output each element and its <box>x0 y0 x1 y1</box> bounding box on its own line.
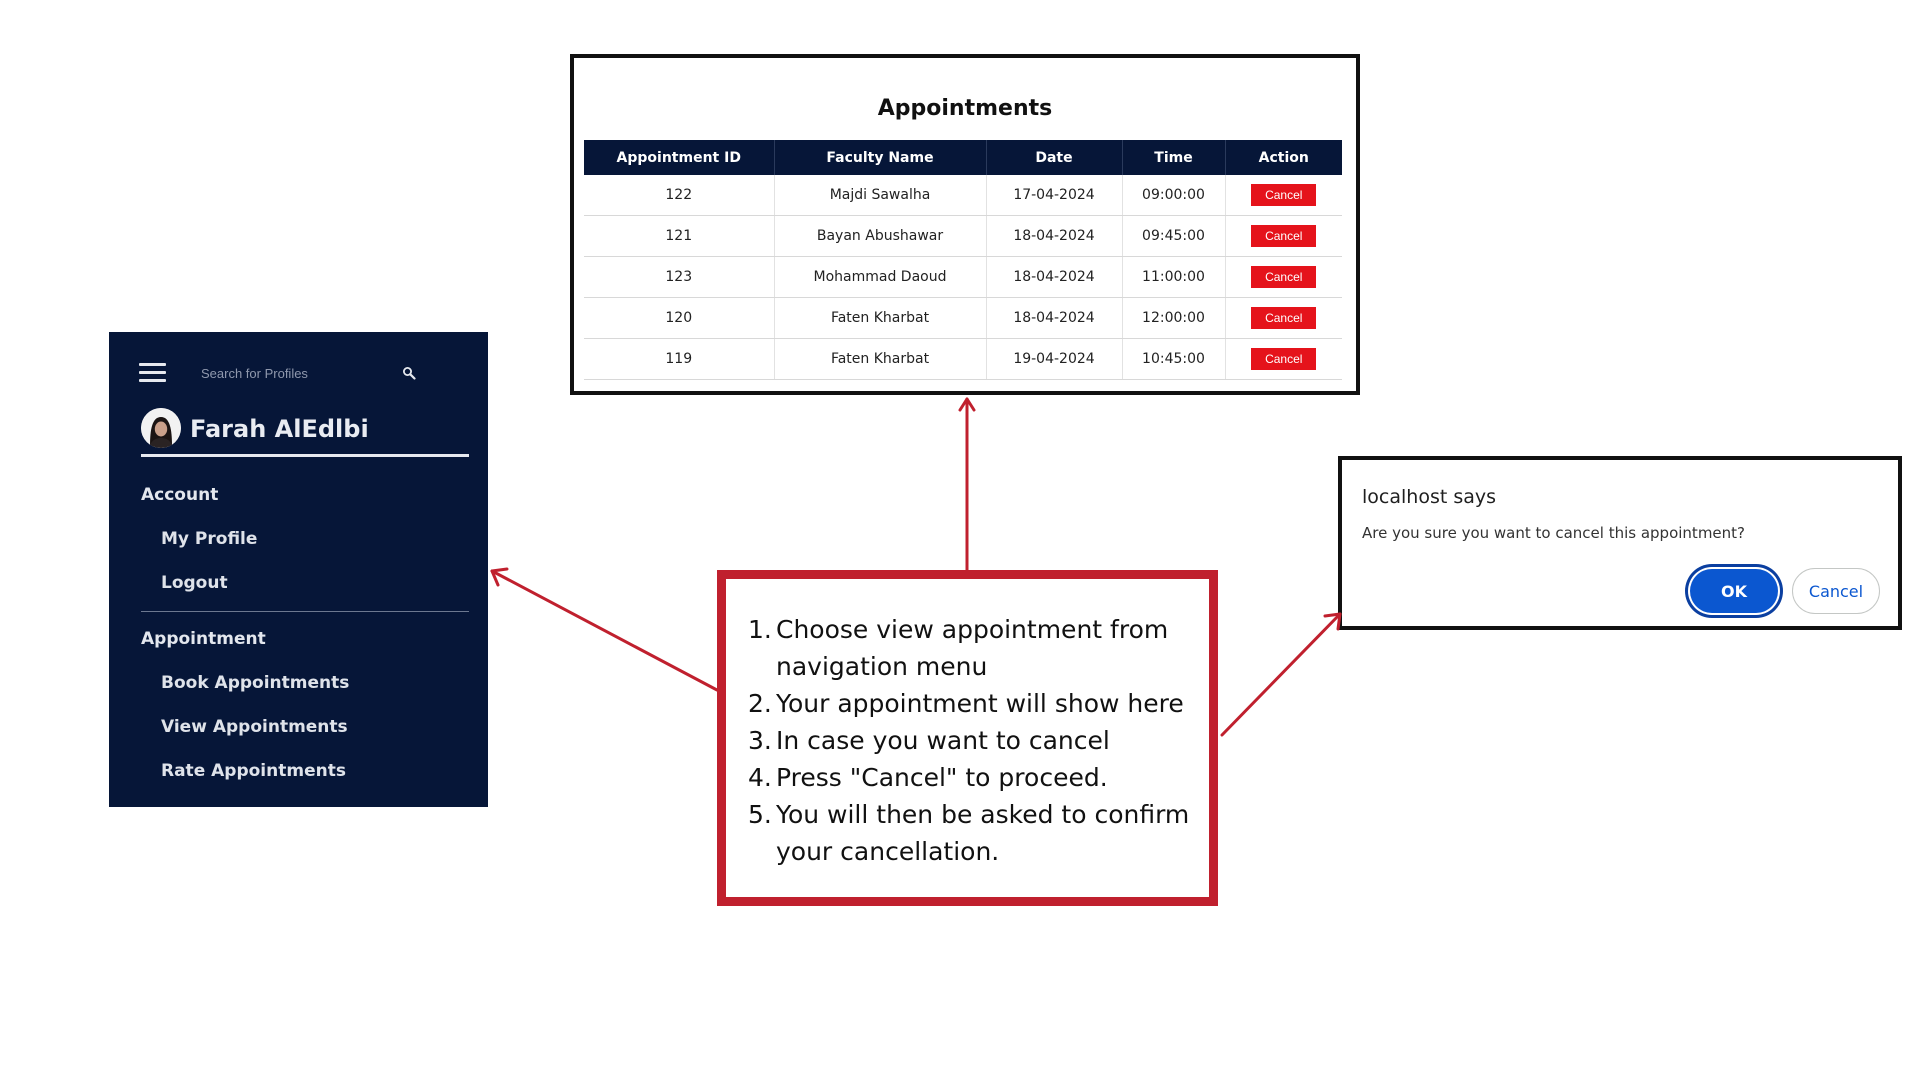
search-icon[interactable] <box>402 366 416 380</box>
appointments-panel: Appointments Appointment ID Faculty Name… <box>570 54 1360 395</box>
cell-time: 12:00:00 <box>1121 297 1225 339</box>
step-text: In case you want to cancel <box>776 726 1110 755</box>
step-text: Press "Cancel" to proceed. <box>776 763 1108 792</box>
step-number: 1. <box>748 615 772 644</box>
nav-logout[interactable]: Logout <box>161 573 228 593</box>
cell-time: 09:00:00 <box>1121 175 1225 216</box>
step-text: Your appointment will show here <box>776 689 1184 718</box>
cell-time: 11:00:00 <box>1121 256 1225 298</box>
cancel-appointment-button[interactable]: Cancel <box>1251 307 1317 329</box>
avatar[interactable] <box>141 408 181 448</box>
instructions-list: 1.Choose view appointment from navigatio… <box>748 611 1218 870</box>
table-row: 119 Faten Kharbat 19-04-2024 10:45:00 Ca… <box>584 338 1342 380</box>
column-header-date: Date <box>985 140 1122 175</box>
cell-date: 18-04-2024 <box>985 297 1122 339</box>
column-header-time: Time <box>1121 140 1225 175</box>
table-row: 120 Faten Kharbat 18-04-2024 12:00:00 Ca… <box>584 297 1342 339</box>
cell-faculty-name: Bayan Abushawar <box>773 215 986 257</box>
cell-action: Cancel <box>1224 215 1342 257</box>
appointments-title: Appointments <box>877 96 1053 121</box>
ok-button[interactable]: OK <box>1690 569 1778 613</box>
instruction-step: 1.Choose view appointment from navigatio… <box>748 611 1218 685</box>
column-header-action: Action <box>1224 140 1342 175</box>
dialog-cancel-button[interactable]: Cancel <box>1792 568 1880 614</box>
cell-appointment-id: 121 <box>584 215 774 257</box>
sidebar-top-bar <box>139 360 439 386</box>
cell-date: 18-04-2024 <box>985 215 1122 257</box>
cell-appointment-id: 120 <box>584 297 774 339</box>
step-number: 4. <box>748 763 772 792</box>
nav-book-appointments[interactable]: Book Appointments <box>161 673 350 693</box>
cell-appointment-id: 123 <box>584 256 774 298</box>
cell-action: Cancel <box>1224 338 1342 380</box>
profile-header: Farah AlEdlbi <box>141 408 469 457</box>
cell-appointment-id: 122 <box>584 175 774 216</box>
user-portrait-icon <box>141 408 181 448</box>
cell-faculty-name: Majdi Sawalha <box>773 175 986 216</box>
table-header-row: Appointment ID Faculty Name Date Time Ac… <box>584 140 1342 175</box>
cell-action: Cancel <box>1224 256 1342 298</box>
table-row: 122 Majdi Sawalha 17-04-2024 09:00:00 Ca… <box>584 175 1342 216</box>
step-number: 5. <box>748 800 772 829</box>
cell-action: Cancel <box>1224 175 1342 216</box>
cell-time: 10:45:00 <box>1121 338 1225 380</box>
nav-rate-appointments[interactable]: Rate Appointments <box>161 761 346 781</box>
cell-faculty-name: Faten Kharbat <box>773 297 986 339</box>
confirm-dialog: localhost says Are you sure you want to … <box>1338 456 1902 630</box>
dialog-message: Are you sure you want to cancel this app… <box>1362 524 1746 542</box>
dialog-title: localhost says <box>1362 486 1497 508</box>
instruction-step: 5.You will then be asked to confirm your… <box>748 796 1218 870</box>
search-input[interactable] <box>201 360 401 386</box>
cancel-appointment-button[interactable]: Cancel <box>1251 266 1317 288</box>
instructions-box: 1.Choose view appointment from navigatio… <box>717 570 1218 906</box>
nav-my-profile[interactable]: My Profile <box>161 529 258 549</box>
table-row: 121 Bayan Abushawar 18-04-2024 09:45:00 … <box>584 215 1342 257</box>
table-row: 123 Mohammad Daoud 18-04-2024 11:00:00 C… <box>584 256 1342 298</box>
step-text: Choose view appointment from navigation … <box>776 615 1169 681</box>
cell-faculty-name: Mohammad Daoud <box>773 256 986 298</box>
profile-name: Farah AlEdlbi <box>190 415 369 443</box>
cell-faculty-name: Faten Kharbat <box>773 338 986 380</box>
navigation-sidebar: Farah AlEdlbi Account My Profile Logout … <box>109 332 488 807</box>
cancel-appointment-button[interactable]: Cancel <box>1251 225 1317 247</box>
cell-action: Cancel <box>1224 297 1342 339</box>
appointments-table: Appointment ID Faculty Name Date Time Ac… <box>584 140 1342 380</box>
cancel-appointment-button[interactable]: Cancel <box>1251 348 1317 370</box>
section-appointment: Appointment <box>141 629 266 649</box>
cell-date: 19-04-2024 <box>985 338 1122 380</box>
sidebar-divider <box>141 611 469 612</box>
cell-appointment-id: 119 <box>584 338 774 380</box>
arrow-to-appointments <box>958 397 976 572</box>
cell-time: 09:45:00 <box>1121 215 1225 257</box>
step-number: 2. <box>748 689 772 718</box>
column-header-faculty-name: Faculty Name <box>773 140 986 175</box>
cancel-appointment-button[interactable]: Cancel <box>1251 184 1317 206</box>
hamburger-icon[interactable] <box>139 363 166 383</box>
instruction-step: 4.Press "Cancel" to proceed. <box>748 759 1218 796</box>
instruction-step: 3.In case you want to cancel <box>748 722 1218 759</box>
cell-date: 17-04-2024 <box>985 175 1122 216</box>
arrow-to-sidebar <box>490 567 719 692</box>
nav-view-appointments[interactable]: View Appointments <box>161 717 348 737</box>
step-number: 3. <box>748 726 772 755</box>
section-account: Account <box>141 485 219 505</box>
arrow-to-dialog <box>1220 612 1342 737</box>
step-text: You will then be asked to confirm your c… <box>776 800 1190 866</box>
cell-date: 18-04-2024 <box>985 256 1122 298</box>
column-header-appointment-id: Appointment ID <box>584 140 774 175</box>
instruction-step: 2.Your appointment will show here <box>748 685 1218 722</box>
